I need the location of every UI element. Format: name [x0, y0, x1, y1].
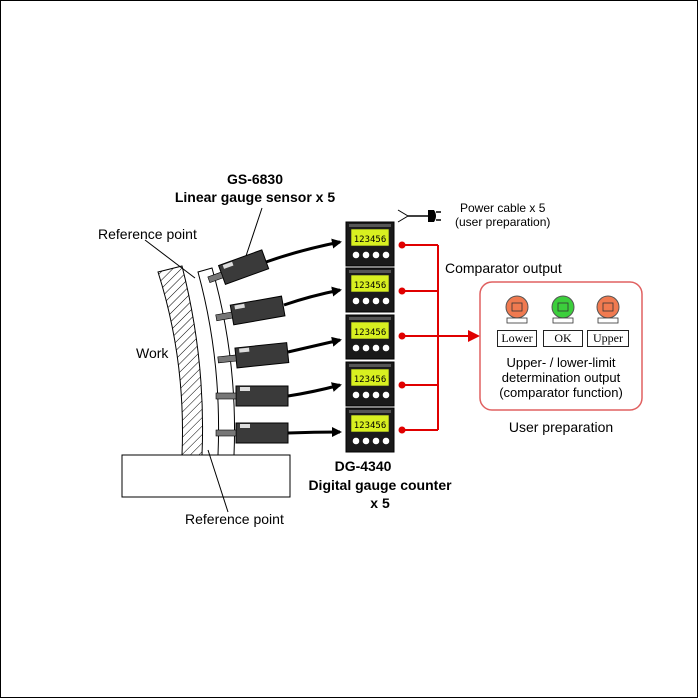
counter-key-icon [352, 251, 360, 259]
connection-dot [398, 241, 406, 249]
sensor-cable [287, 382, 342, 398]
reference-point-top-leader [144, 239, 196, 279]
sensor-cable [287, 336, 342, 354]
counter-key-icon [382, 391, 390, 399]
counter-key-icon [362, 437, 370, 445]
user-preparation-label: User preparation [508, 419, 614, 435]
counter-name-label: Digital gauge counter [308, 477, 452, 493]
counter-key-icon [362, 391, 370, 399]
digital-gauge-counter: 123456 [345, 407, 395, 453]
reference-point-bottom-label: Reference point [185, 511, 284, 527]
counter-display-readout: 123456 [354, 281, 387, 291]
counter-display-readout: 123456 [354, 421, 387, 431]
counter-key-icon [352, 297, 360, 305]
comparator-wiring [398, 241, 480, 434]
counter-model-label: DG-4340 [334, 458, 392, 474]
reference-point-bottom-leader [207, 449, 229, 513]
sensor-name-label: Linear gauge sensor x 5 [174, 189, 336, 205]
counter-key-icon [352, 437, 360, 445]
lamp-upper-icon [596, 295, 620, 324]
digital-gauge-counter: 123456 [345, 221, 395, 267]
digital-gauge-counter: 123456 [345, 361, 395, 407]
counter-key-icon [352, 344, 360, 352]
lamp-label-lower: Lower [497, 330, 537, 347]
connection-dot [398, 287, 406, 295]
counter-key-icon [372, 297, 380, 305]
base-block [121, 454, 291, 498]
counter-display-readout: 123456 [354, 328, 387, 338]
linear-gauge-sensor [215, 295, 286, 326]
counter-quantity-label: x 5 [370, 495, 390, 511]
counter-key-icon [352, 391, 360, 399]
counter-display-readout: 123456 [354, 235, 387, 245]
counter-key-icon [382, 437, 390, 445]
lamp-lower-icon [505, 295, 529, 324]
lamp-label-ok: OK [543, 330, 583, 347]
counter-key-icon [372, 251, 380, 259]
connection-dot [398, 332, 406, 340]
lamp-label-upper: Upper [587, 330, 629, 347]
linear-gauge-sensor [207, 249, 270, 286]
sensor-cable [283, 286, 342, 307]
counter-key-icon [362, 251, 370, 259]
sensor-model-label: GS-6830 [226, 171, 284, 187]
sensor-cable [287, 427, 342, 438]
sensor-cable [265, 238, 342, 264]
reference-point-top-label: Reference point [98, 226, 197, 242]
output-description-line2: determination output [501, 370, 621, 385]
linear-gauge-sensor [217, 342, 290, 369]
digital-gauge-counter: 123456 [345, 314, 395, 360]
linear-gauge-sensor [215, 385, 289, 407]
power-cable-label-line2: (user preparation) [455, 215, 551, 229]
connection-dot [398, 426, 406, 434]
counter-key-icon [372, 437, 380, 445]
counter-key-icon [362, 344, 370, 352]
counter-key-icon [382, 344, 390, 352]
counter-key-icon [382, 297, 390, 305]
power-cable-label-line1: Power cable x 5 [460, 201, 546, 215]
comparator-output-label: Comparator output [445, 260, 562, 276]
output-description-line3: (comparator function) [499, 385, 623, 400]
counter-key-icon [372, 391, 380, 399]
work-label: Work [136, 345, 169, 361]
work-part [157, 265, 204, 456]
counter-key-icon [362, 297, 370, 305]
lamp-ok-icon [551, 295, 575, 324]
power-plug-icon [397, 209, 441, 223]
counter-stack: 123456 123456 123456 123456 123456 [345, 221, 395, 453]
counter-key-icon [382, 251, 390, 259]
digital-gauge-counter: 123456 [345, 267, 395, 313]
connection-dot [398, 381, 406, 389]
linear-gauge-sensor [215, 422, 289, 444]
output-description-line1: Upper- / lower-limit [506, 355, 616, 370]
counter-display-readout: 123456 [354, 375, 387, 385]
counter-key-icon [372, 344, 380, 352]
